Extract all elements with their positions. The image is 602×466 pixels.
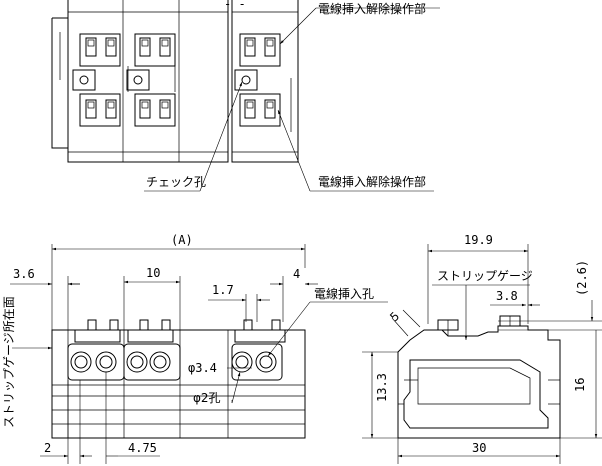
dim-side-gauge-width: 3.8 <box>496 289 518 303</box>
dim-side-chamfer: 5 <box>387 309 402 324</box>
label-wire-release-top: 電線挿入解除操作部 <box>318 1 426 16</box>
wire-insert-holes <box>67 343 283 381</box>
dim-left-offset: 3.6 <box>13 267 35 281</box>
front-view: (A) 10 3.6 4 1.7 <box>2 233 388 464</box>
label-strip-gauge-front: ストリップゲージ <box>437 269 533 283</box>
label-phi-2: φ2孔 <box>193 391 221 405</box>
dim-side-gauge-height: (2.6) <box>575 260 589 296</box>
dim-bottom-pitch: 4.75 <box>128 441 157 455</box>
label-check-hole: チェック孔 <box>146 175 206 189</box>
top-view: - - <box>51 0 440 192</box>
dim-side-bottom-width: 30 <box>472 441 486 455</box>
release-window-group-lower-left <box>79 93 176 127</box>
side-view: 19.9 ストリップゲージ (2.6) 3.8 5 <box>362 233 602 464</box>
dim-bottom-left: 2 <box>44 441 51 455</box>
dim-A: (A) <box>171 233 193 247</box>
label-wire-release-bottom: 電線挿入解除操作部 <box>318 174 426 189</box>
break-mark: - - <box>224 0 246 11</box>
release-lever-bumps <box>74 319 286 343</box>
dim-side-top-width: 19.9 <box>464 233 493 247</box>
release-window-group-upper-left <box>79 33 176 67</box>
label-wire-insert-hole: 電線挿入孔 <box>314 286 374 301</box>
dim-right-offset: 4 <box>293 267 300 281</box>
label-strip-gauge-side: ストリップゲージ所在面 <box>2 296 16 428</box>
label-phi-34: φ3.4 <box>188 361 217 375</box>
check-hole-squares-left <box>72 69 150 91</box>
dim-check-width: 1.7 <box>212 283 234 297</box>
dim-side-height-right: 16 <box>573 378 587 392</box>
dim-pitch: 10 <box>146 266 160 280</box>
dim-side-height-left: 13.3 <box>375 373 389 402</box>
